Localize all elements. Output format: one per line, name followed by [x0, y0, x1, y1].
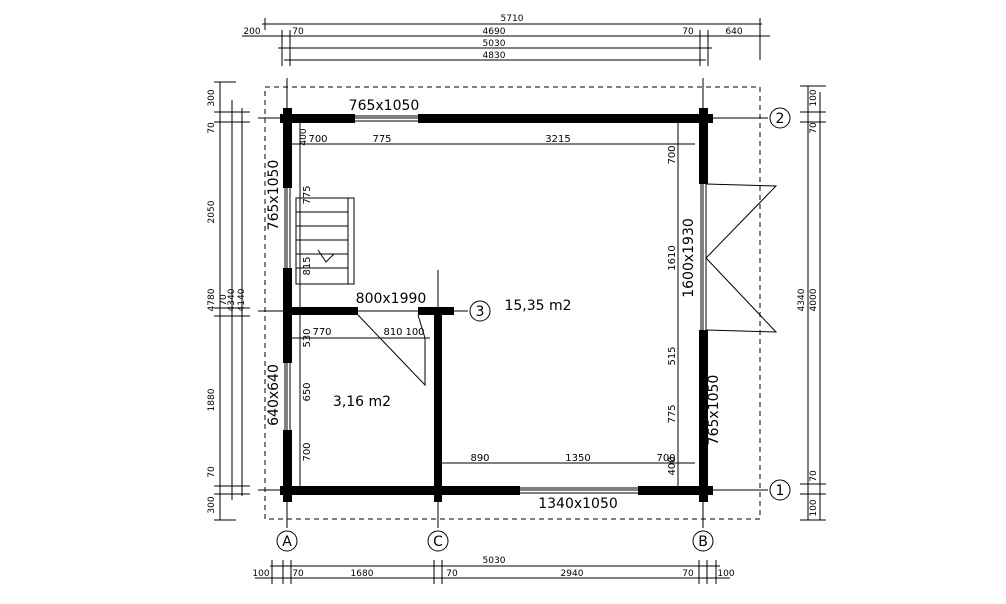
walls	[280, 108, 713, 502]
right-dim-outer: 4340	[797, 288, 807, 311]
bottom-dim-1680: 1680	[351, 569, 374, 579]
top-dimension-lines	[242, 18, 770, 66]
inner-dim-810: 810	[383, 327, 402, 338]
left-dim-2050: 2050	[207, 200, 217, 223]
left-dim-70b: 70	[219, 294, 229, 306]
inner-dim-700-rtop: 700	[667, 145, 678, 164]
inner-dim-700-top: 700	[308, 134, 327, 145]
inner-dim-650: 650	[302, 382, 313, 401]
inner-door-label: 800x1990	[356, 291, 427, 307]
bottom-dimension-lines	[255, 560, 730, 584]
right-dim-70a: 70	[809, 122, 819, 134]
right-dim-100b: 100	[809, 499, 819, 516]
left-dim-70a: 70	[207, 122, 217, 134]
bottom-dim-100b: 100	[717, 569, 734, 579]
bottom-dim-70c: 70	[682, 569, 694, 579]
left-dim-outer: 4780	[207, 288, 217, 311]
inner-dim-515: 515	[667, 346, 678, 365]
inner-dim-1350: 1350	[565, 453, 590, 464]
bottom-dim-70b: 70	[446, 569, 458, 579]
bottom-dim-70a: 70	[292, 569, 304, 579]
bottom-window-label: 1340x1050	[538, 496, 618, 512]
top-dim-overall: 5710	[501, 14, 524, 24]
left-dim-300b: 300	[207, 496, 217, 513]
inner-dim-775-top: 775	[372, 134, 391, 145]
inner-dim-3215: 3215	[545, 134, 570, 145]
inner-dim-400-top: 400	[299, 128, 309, 145]
top-dim-200: 200	[243, 27, 260, 37]
inner-dim-700-l: 700	[302, 442, 313, 461]
left-window-label: 765x1050	[266, 160, 282, 231]
room-area-small: 3,16 m2	[333, 394, 391, 410]
left-dim-4340: 4340	[227, 288, 237, 311]
stair-dim-775: 775	[302, 185, 313, 204]
top-window-label: 765x1050	[349, 98, 420, 114]
inner-dim-770: 770	[312, 327, 331, 338]
left-dim-70c: 70	[207, 466, 217, 478]
axis-label-2: 2	[776, 111, 785, 127]
staircase	[295, 197, 355, 285]
opening-lines	[284, 115, 778, 494]
axis-label-3: 3	[476, 304, 485, 320]
left-dim-300a: 300	[207, 89, 217, 106]
left-dim-1880: 1880	[207, 388, 217, 411]
top-dim-70b: 70	[682, 27, 694, 37]
room-area-main: 15,35 m2	[504, 298, 571, 314]
top-dim-4830: 4830	[483, 51, 506, 61]
top-dim-5030: 5030	[483, 39, 506, 49]
axis-bubbles	[276, 107, 791, 552]
right-window-label: 765x1050	[706, 375, 722, 446]
top-dim-4690: 4690	[483, 27, 506, 37]
inner-dim-400-r: 400	[667, 456, 678, 475]
axis-label-b: B	[698, 534, 708, 550]
right-dim-70b: 70	[809, 470, 819, 482]
inner-dim-530: 530	[302, 328, 313, 347]
inner-dim-890: 890	[470, 453, 489, 464]
right-door-label: 1600x1930	[681, 218, 697, 298]
left-dim-4140: 4140	[237, 288, 247, 311]
inner-dim-700-b: 700	[656, 453, 675, 464]
inner-dim-1610: 1610	[667, 245, 678, 270]
axis-label-a: A	[282, 534, 292, 550]
right-dim-100a: 100	[809, 89, 819, 106]
inner-dim-100: 100	[405, 327, 424, 338]
small-window-label: 640x640	[266, 364, 282, 426]
right-dim-inner: 4000	[809, 288, 819, 311]
left-dimension-lines	[214, 81, 250, 521]
bottom-dim-100a: 100	[252, 569, 269, 579]
axis-label-c: C	[433, 534, 443, 550]
right-dimension-lines	[800, 85, 826, 521]
inner-dim-775-r: 775	[667, 404, 678, 423]
top-dim-640: 640	[725, 27, 742, 37]
outer-boundary-dashed	[264, 86, 761, 520]
top-dim-70a: 70	[292, 27, 304, 37]
bottom-dim-2940: 2940	[561, 569, 584, 579]
axis-label-1: 1	[776, 483, 785, 499]
bottom-dim-overall: 5030	[483, 556, 506, 566]
stair-dim-815: 815	[302, 256, 313, 275]
